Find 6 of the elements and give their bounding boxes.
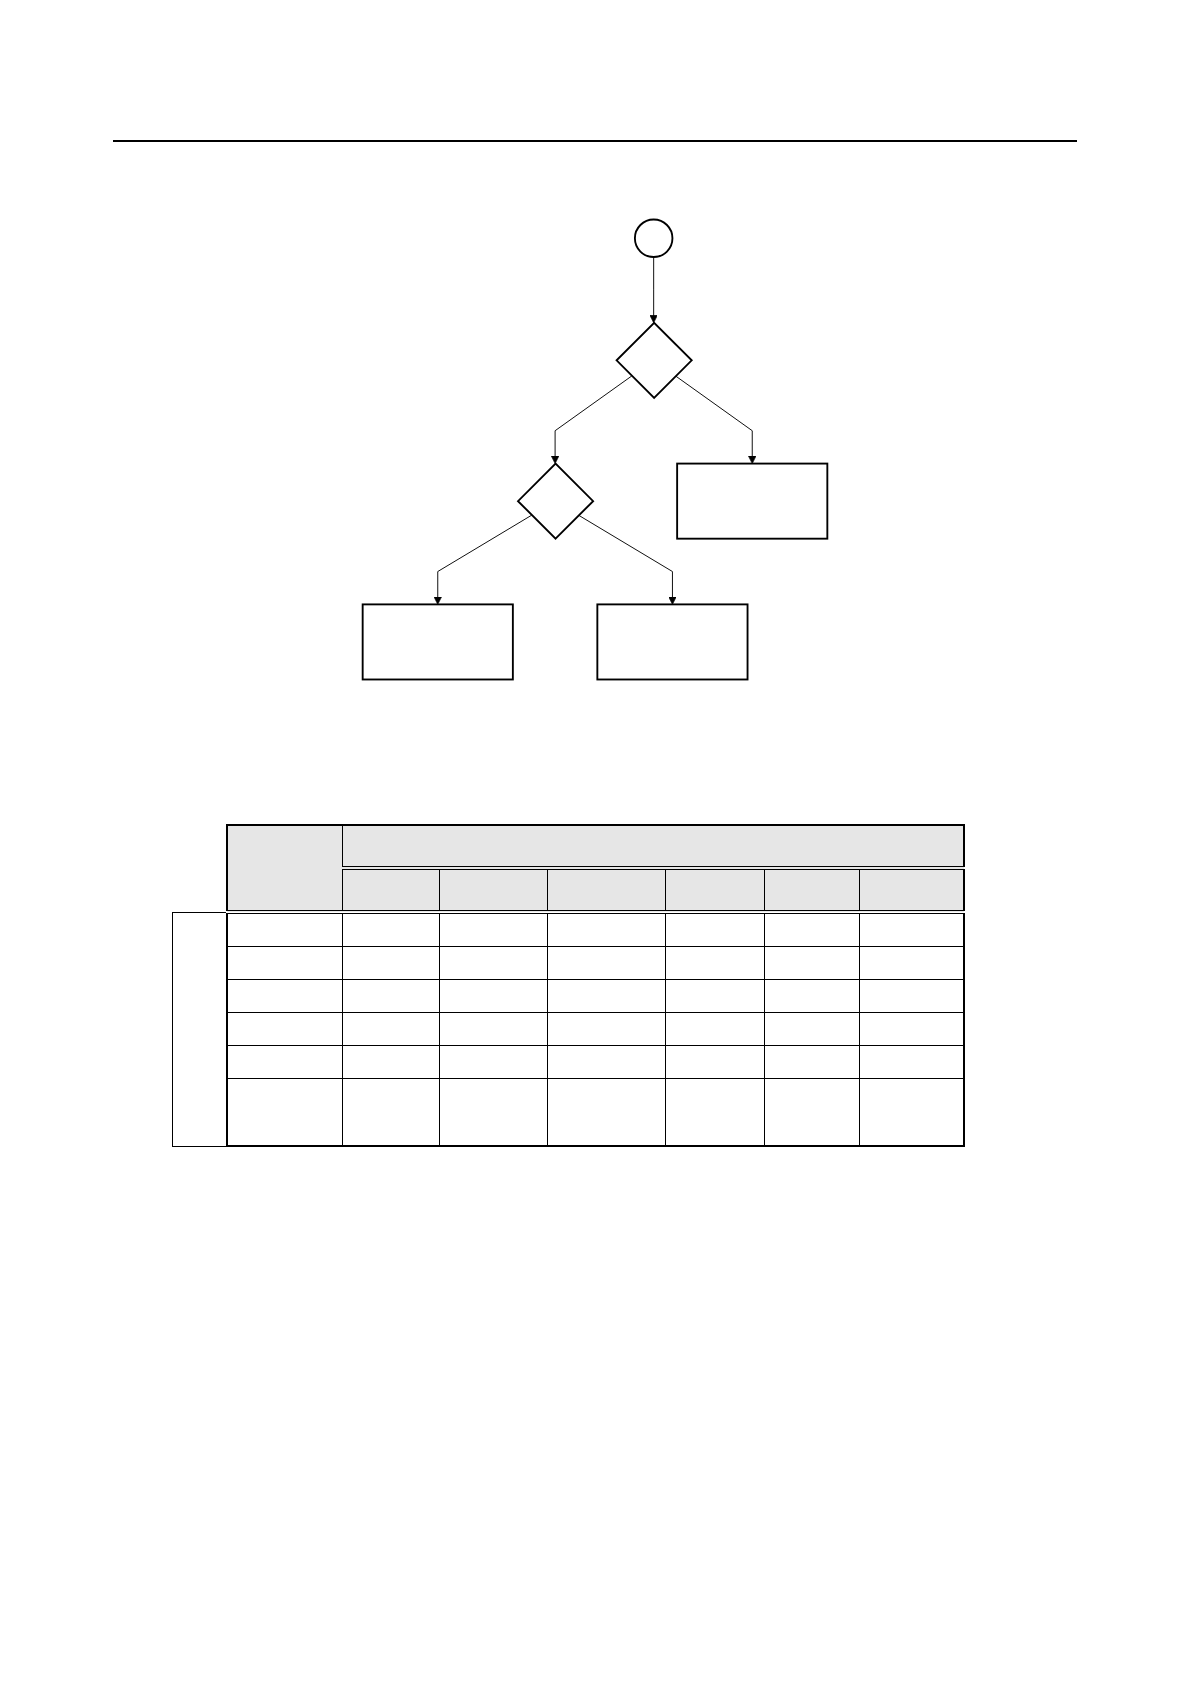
node-box — [596, 603, 749, 681]
node-diamond — [516, 462, 595, 540]
node-diamond — [615, 321, 693, 400]
node-box — [676, 462, 829, 540]
node-box — [361, 603, 514, 681]
node-circle — [633, 218, 674, 258]
